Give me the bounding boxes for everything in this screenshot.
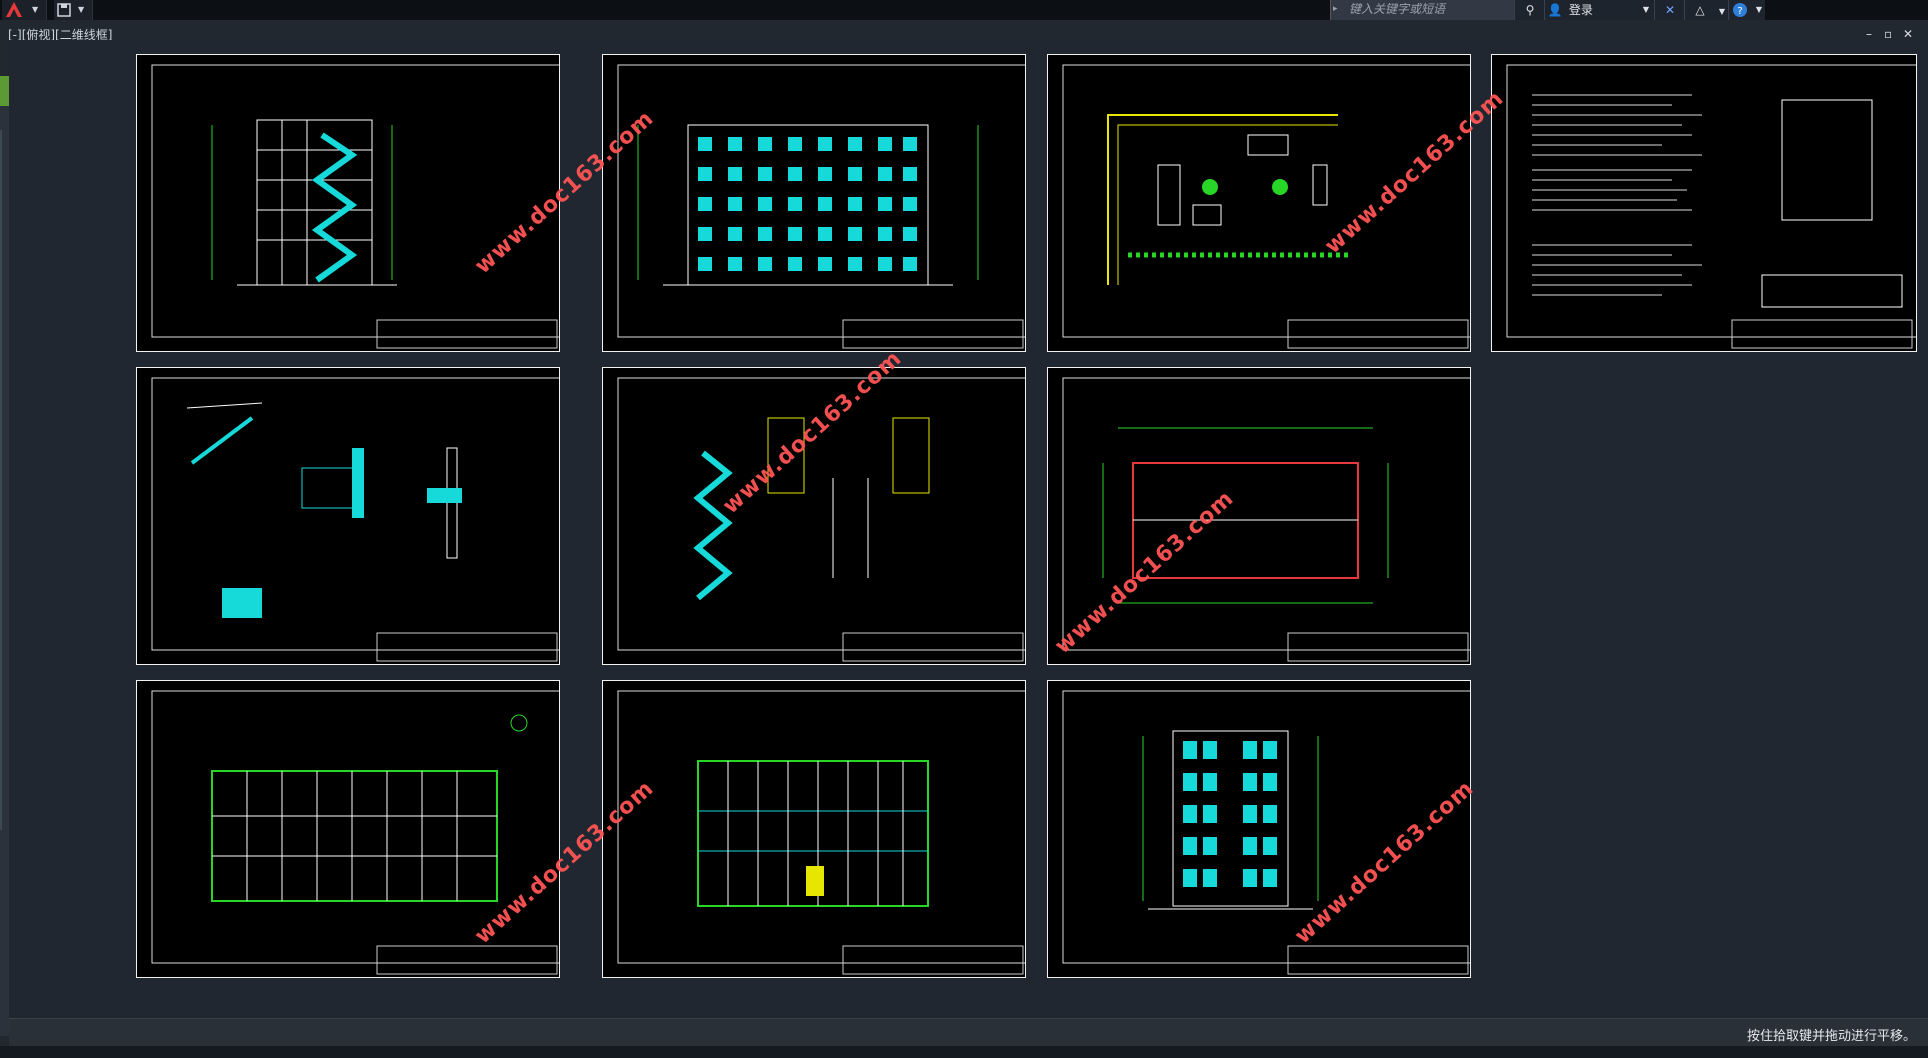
drawing-canvas[interactable]: www.doc163.com www.doc163.com www.doc163… <box>9 40 1928 1018</box>
autocad-logo-icon <box>6 2 22 17</box>
sheet-stair-elevation[interactable] <box>136 54 560 352</box>
help-icon: ? <box>1733 3 1747 17</box>
side-elevation-drawing <box>1062 690 1470 975</box>
palette-divider <box>0 130 2 830</box>
search-input[interactable] <box>1337 1 1523 17</box>
sheet-front-elevation[interactable] <box>602 54 1026 352</box>
binoculars-search-button[interactable]: ⚲ <box>1514 0 1545 20</box>
chevron-down-icon: ▼ <box>78 5 85 14</box>
chevron-down-icon: ▼ <box>1718 7 1725 16</box>
sheet-design-notes[interactable] <box>1491 54 1917 352</box>
site-plan-drawing <box>1062 64 1470 349</box>
design-notes-drawing <box>1506 64 1916 349</box>
sheet-roof-plan[interactable] <box>1047 367 1471 665</box>
bottom-strip <box>0 1046 1928 1058</box>
sheet-stair-details[interactable] <box>136 367 560 665</box>
status-message: 按住拾取键并拖动进行平移。 <box>1746 1029 1916 1044</box>
minimize-icon[interactable]: – <box>1866 27 1872 41</box>
ground-floor-plan-drawing <box>151 690 559 975</box>
application-menu-button[interactable]: ▼ <box>2 0 47 20</box>
chevron-down-icon: ▼ <box>32 5 39 14</box>
roof-plan-drawing <box>1062 377 1470 662</box>
stair-details-drawing <box>151 377 559 662</box>
left-palette-bar <box>0 106 9 1036</box>
quick-access-save-button[interactable]: ▼ <box>54 0 93 20</box>
chevron-down-icon: ▼ <box>1642 5 1649 14</box>
restore-icon[interactable]: ▫ <box>1884 27 1893 41</box>
save-icon <box>57 3 71 17</box>
sheet-stair-plans[interactable] <box>602 367 1026 665</box>
sheet-ground-floor-plan[interactable] <box>136 680 560 978</box>
exchange-icon: ✕ <box>1664 3 1676 17</box>
stair-elevation-drawing <box>151 64 559 349</box>
viewport-controls-label[interactable]: [-][俯视][二维线框] <box>8 28 113 42</box>
binoculars-icon: ⚲ <box>1525 3 1535 17</box>
sheet-standard-floor-plan[interactable] <box>602 680 1026 978</box>
title-bar: ▼ ▼ ▸ ⚲ 👤 登录 ▼ ✕ △ ▼ ? ▼ <box>0 0 1928 20</box>
standard-floor-plan-drawing <box>617 690 1025 975</box>
stay-connected-button[interactable]: △ ▼ <box>1684 0 1729 20</box>
svg-text:?: ? <box>1737 6 1742 17</box>
search-box[interactable]: ▸ <box>1330 0 1523 20</box>
help-button[interactable]: ? ▼ <box>1728 0 1765 20</box>
sheet-side-elevation[interactable] <box>1047 680 1471 978</box>
chevron-down-icon: ▼ <box>1755 5 1762 14</box>
exchange-apps-button[interactable]: ✕ <box>1654 0 1685 20</box>
close-icon[interactable]: ✕ <box>1903 27 1914 41</box>
triangle-connect-icon: △ <box>1695 3 1705 17</box>
front-elevation-drawing <box>617 64 1025 349</box>
user-icon: 👤 <box>1547 3 1563 17</box>
palette-tab[interactable] <box>0 76 9 106</box>
expand-arrow-icon: ▸ <box>1333 4 1338 14</box>
stair-plans-drawing <box>617 377 1025 662</box>
sign-in-button[interactable]: 👤 登录 ▼ <box>1544 0 1655 20</box>
status-bar: 按住拾取键并拖动进行平移。 <box>9 1018 1928 1047</box>
sign-in-label: 登录 <box>1568 3 1593 17</box>
sheet-site-plan[interactable] <box>1047 54 1471 352</box>
